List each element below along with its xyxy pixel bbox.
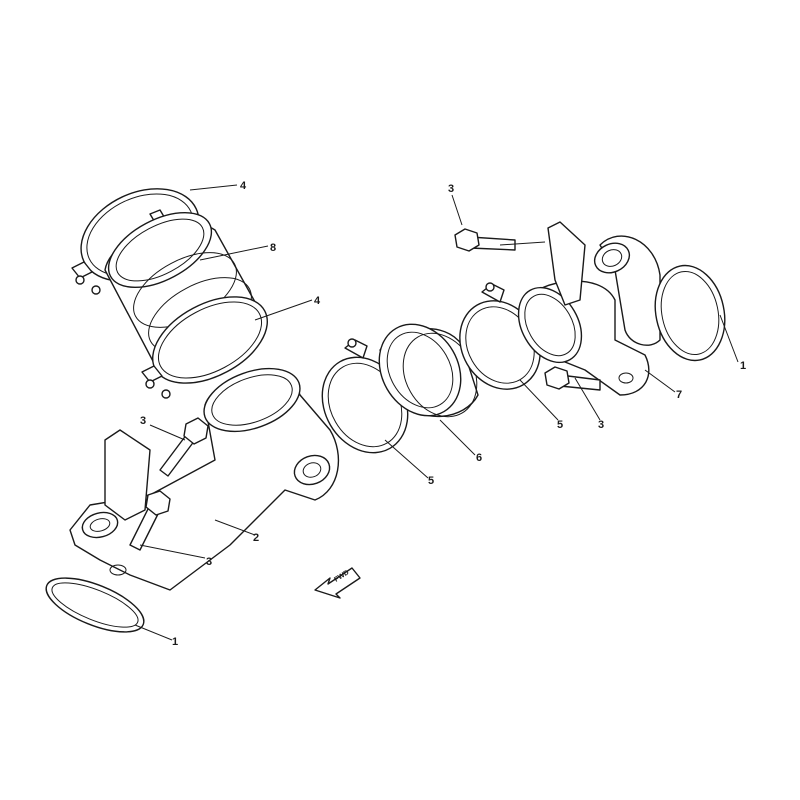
fwd-direction-arrow: FWD [314, 567, 361, 599]
bolt-3-right-lower [544, 366, 601, 391]
callout-3-right-lower: 3 [598, 419, 604, 431]
bolt-3-left-upper [159, 417, 209, 477]
boot-6 [378, 323, 479, 418]
callout-3-left-lower: 3 [206, 556, 212, 568]
lower-clamp-4 [141, 296, 268, 399]
callout-1-left: 1 [172, 636, 178, 648]
callout-8: 8 [270, 242, 276, 254]
callout-4-top: 4 [240, 180, 247, 192]
o-ring-gasket-1-left [45, 577, 145, 633]
o-ring-gasket-1-right [654, 264, 726, 362]
leader-lines [134, 184, 739, 641]
callout-5-right: 5 [557, 419, 563, 431]
callout-3-left-upper: 3 [140, 415, 146, 427]
callout-5-left: 5 [428, 475, 434, 487]
intake-adapter-2 [69, 367, 340, 591]
callout-3-top-right: 3 [448, 183, 454, 195]
callout-7: 7 [676, 389, 682, 401]
callout-1-right: 1 [740, 360, 746, 372]
bolt-3-right-upper [454, 228, 516, 252]
callout-2: 2 [253, 532, 259, 544]
callouts: 4 8 4 3 1 7 3 5 6 5 3 2 3 1 [140, 180, 746, 648]
bolt-3-left-lower [129, 490, 171, 551]
intake-manifold-7 [517, 221, 661, 396]
callout-6: 6 [476, 452, 482, 464]
callout-4-middle: 4 [314, 295, 321, 307]
